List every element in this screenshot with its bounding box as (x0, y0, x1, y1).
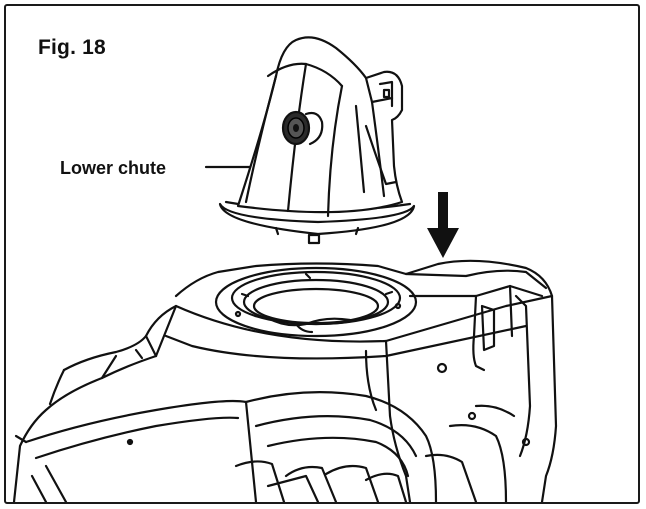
arrow-down-icon (427, 192, 459, 258)
assembly-drawing (12, 36, 558, 502)
figure-frame: Fig. 18 Lower chute (4, 4, 640, 504)
lower-chute-label: Lower chute (60, 158, 167, 178)
flange-tab (307, 233, 321, 245)
mounting-ring (214, 266, 418, 338)
lower-chute-part (218, 36, 416, 245)
housing (12, 259, 558, 502)
figure-title: Fig. 18 (38, 36, 106, 59)
deflector-knob (281, 110, 324, 146)
